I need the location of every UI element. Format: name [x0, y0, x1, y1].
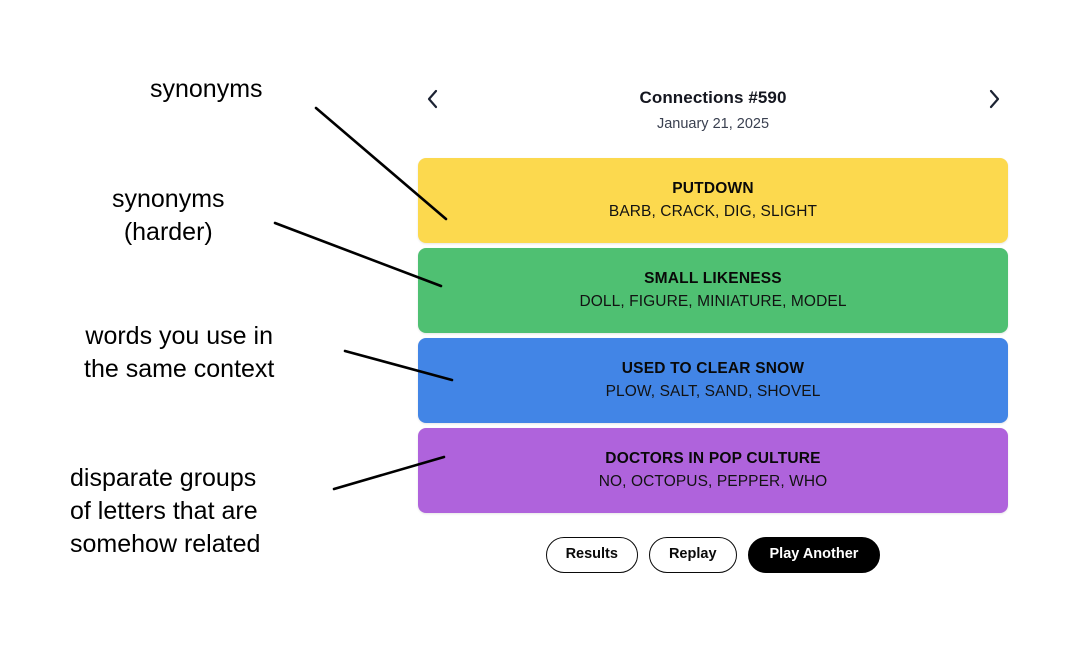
- results-button[interactable]: Results: [545, 537, 638, 573]
- annotation-label-synonyms-harder: synonyms (harder): [112, 185, 225, 246]
- annotation-label-disparate: disparate groups of letters that are som…: [70, 464, 261, 558]
- annotation-line-synonyms-harder: [273, 221, 443, 288]
- category-title: USED TO CLEAR SNOW: [621, 360, 805, 377]
- chevron-right-icon[interactable]: [980, 84, 1008, 114]
- category-list: PUTDOWN BARB, CRACK, DIG, SLIGHT SMALL L…: [418, 158, 1008, 513]
- annotation-label-synonyms: synonyms: [150, 75, 263, 103]
- category-row-yellow: PUTDOWN BARB, CRACK, DIG, SLIGHT: [418, 158, 1008, 243]
- category-row-green: SMALL LIKENESS DOLL, FIGURE, MINIATURE, …: [418, 248, 1008, 333]
- category-members: BARB, CRACK, DIG, SLIGHT: [608, 203, 818, 220]
- chevron-left-icon[interactable]: [418, 84, 446, 114]
- category-title: SMALL LIKENESS: [644, 270, 782, 287]
- category-title: DOCTORS IN POP CULTURE: [605, 450, 821, 467]
- card-header: Connections #590 January 21, 2025: [418, 78, 1008, 140]
- page-title: Connections #590: [639, 88, 787, 107]
- category-title: PUTDOWN: [672, 180, 754, 197]
- annotation-label-same-context: words you use in the same context: [84, 322, 275, 383]
- category-row-purple: DOCTORS IN POP CULTURE NO, OCTOPUS, PEPP…: [418, 428, 1008, 513]
- action-bar: Results Replay Play Another: [418, 537, 1008, 573]
- replay-button[interactable]: Replay: [648, 537, 737, 573]
- category-members: NO, OCTOPUS, PEPPER, WHO: [598, 473, 828, 490]
- category-members: DOLL, FIGURE, MINIATURE, MODEL: [579, 293, 847, 310]
- play-another-button[interactable]: Play Another: [747, 537, 881, 573]
- category-members: PLOW, SALT, SAND, SHOVEL: [605, 383, 821, 400]
- connections-card: Connections #590 January 21, 2025 PUTDOW…: [418, 78, 1008, 573]
- category-row-blue: USED TO CLEAR SNOW PLOW, SALT, SAND, SHO…: [418, 338, 1008, 423]
- puzzle-date: January 21, 2025: [656, 116, 770, 132]
